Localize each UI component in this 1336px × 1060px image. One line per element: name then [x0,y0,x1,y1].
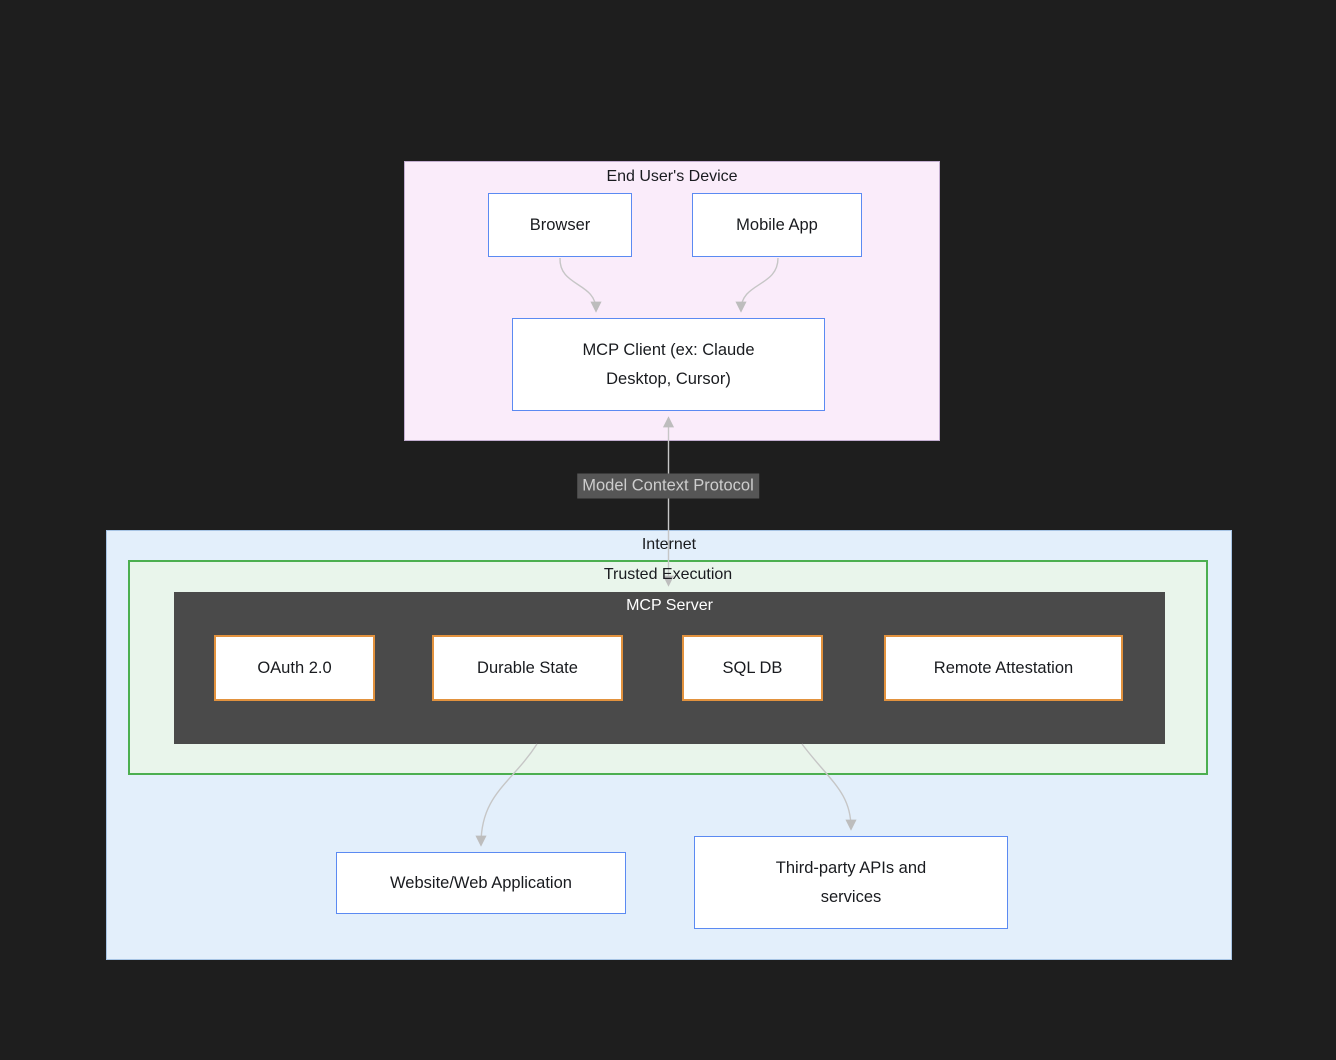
node-oauth-label: OAuth 2.0 [257,658,332,677]
node-oauth: OAuth 2.0 [214,635,375,701]
node-sql-db-label: SQL DB [722,658,783,677]
node-mcp-client: MCP Client (ex: Claude Desktop, Cursor) [512,318,825,411]
node-remote-attestation-label: Remote Attestation [933,658,1074,677]
node-browser: Browser [488,193,632,257]
node-mobile-app: Mobile App [692,193,862,257]
edge-label-model-context-protocol: Model Context Protocol [577,473,759,499]
group-title-end-users-device: End User's Device [606,168,738,185]
node-website-label: Website/Web Application [390,873,572,892]
group-title-internet: Internet [641,536,697,553]
node-sql-db: SQL DB [682,635,823,701]
node-third-party-apis: Third-party APIs and services [694,836,1008,929]
node-remote-attestation: Remote Attestation [884,635,1123,701]
node-durable-state-label: Durable State [477,658,578,677]
node-mcp-client-label: MCP Client (ex: Claude Desktop, Cursor) [582,340,755,388]
node-browser-label: Browser [529,215,591,234]
node-durable-state: Durable State [432,635,623,701]
group-title-trusted-execution: Trusted Execution [603,566,733,583]
node-third-party-label: Third-party APIs and services [775,858,927,906]
group-title-mcp-server: MCP Server [626,597,713,614]
node-website-web-application: Website/Web Application [336,852,626,914]
node-mobile-app-label: Mobile App [736,215,818,234]
